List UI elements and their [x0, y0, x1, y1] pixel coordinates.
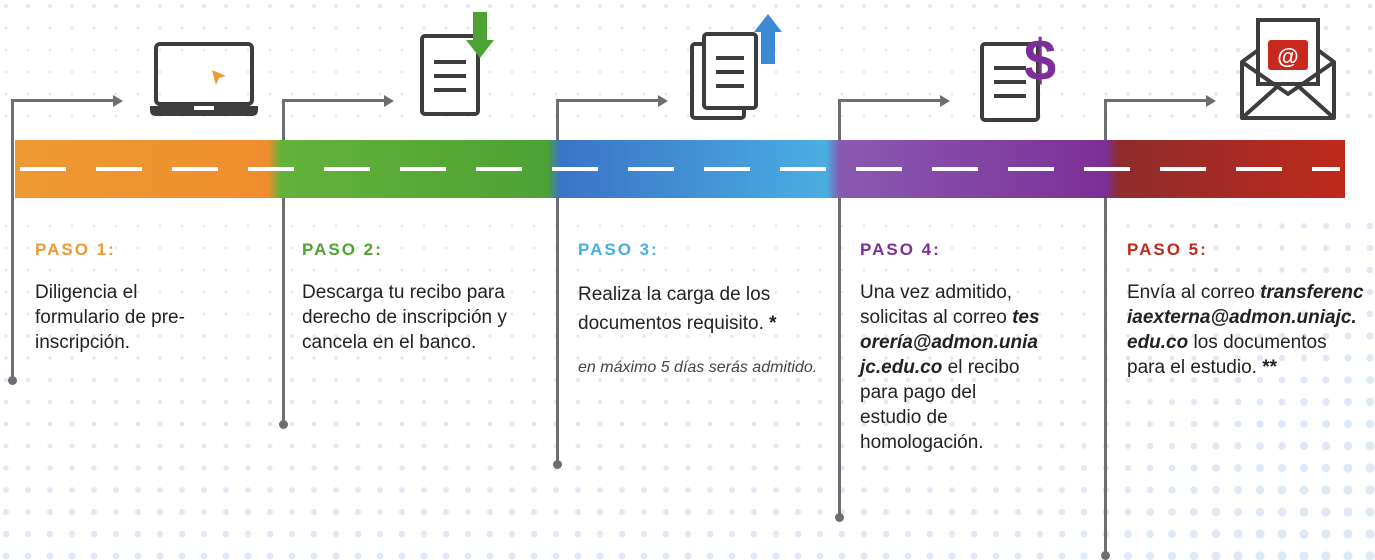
- step-2-title: PASO 2:: [302, 240, 383, 259]
- step-4-text-after: el recibo para pago del estudio de homol…: [860, 357, 1020, 453]
- step-3-asterisk: *: [769, 313, 777, 334]
- svg-text:@: @: [1277, 44, 1298, 69]
- step-3-text-main: Realiza la carga de los documentos requi…: [578, 284, 771, 334]
- step-4-email[interactable]: tesorería@admon.uniajc.edu.co: [860, 307, 1040, 378]
- upload-documents-icon: [690, 14, 782, 120]
- step-4-title: PASO 4:: [860, 240, 941, 259]
- step-1: PASO 1: Diligencia el formulario de pre-…: [35, 240, 285, 355]
- step-3-text: Realiza la carga de los documentos requi…: [578, 280, 808, 338]
- step-5-title: PASO 5:: [1127, 240, 1208, 259]
- step-3-note: en máximo 5 días serás admitido.: [578, 359, 818, 376]
- payment-document-icon: $: [980, 28, 1056, 122]
- step-5: PASO 5: Envía al correo transferenciaext…: [1127, 240, 1375, 380]
- download-document-icon: [420, 12, 494, 116]
- step-5-asterisks: **: [1262, 357, 1277, 378]
- step-2: PASO 2: Descarga tu recibo para derecho …: [302, 240, 552, 355]
- step-5-text-before: Envía al correo: [1127, 282, 1255, 303]
- step-5-text: Envía al correo transferenciaexterna@adm…: [1127, 280, 1367, 380]
- step-3-title: PASO 3:: [578, 240, 659, 259]
- step-1-text: Diligencia el formulario de pre-inscripc…: [35, 282, 185, 353]
- step-2-text: Descarga tu recibo para derecho de inscr…: [302, 282, 507, 353]
- step-4: PASO 4: Una vez admitido, solicitas al c…: [860, 240, 1110, 455]
- step-5-text-after: los documentos para el estudio.: [1127, 332, 1327, 378]
- step-5-email[interactable]: transferenciaexterna@admon.uniajc.edu.co: [1127, 282, 1364, 353]
- step-4-text: Una vez admitido, solicitas al correo te…: [860, 280, 1040, 455]
- timeline-dashes: [20, 167, 1340, 171]
- laptop-icon: [150, 42, 258, 116]
- step-3: PASO 3: Realiza la carga de los document…: [578, 240, 828, 380]
- svg-text:$: $: [1024, 28, 1056, 93]
- email-envelope-icon: @: [1240, 18, 1336, 120]
- step-1-title: PASO 1:: [35, 240, 116, 259]
- step-4-text-before: Una vez admitido, solicitas al correo: [860, 282, 1013, 328]
